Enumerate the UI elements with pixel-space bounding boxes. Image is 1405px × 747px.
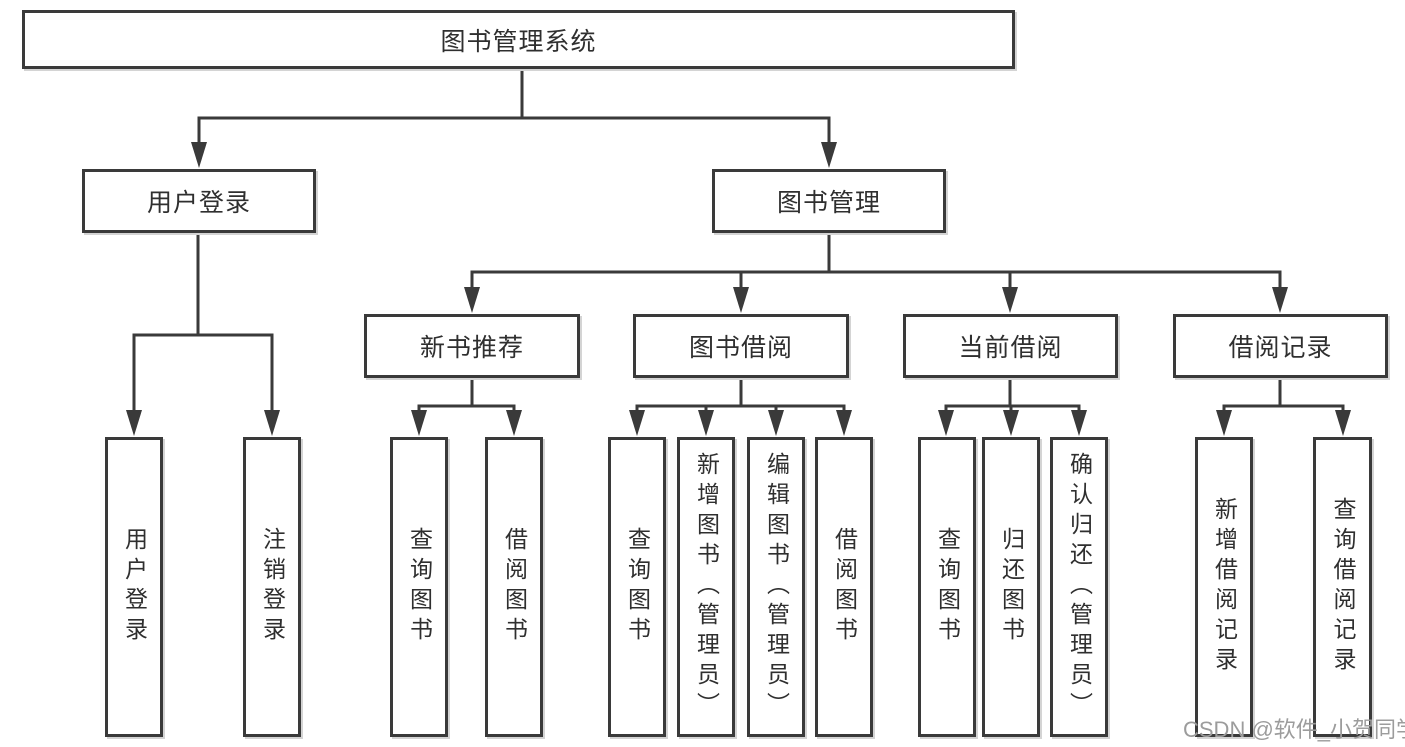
- arrowhead: [698, 410, 714, 436]
- leaf-confirm-return-admin: 确认归还（管理员）: [1050, 437, 1108, 737]
- arrowhead: [126, 410, 142, 436]
- arrowhead: [938, 410, 954, 436]
- arrowhead: [1002, 287, 1018, 313]
- leaf-query-borrow-record: 查询借阅记录: [1313, 437, 1372, 737]
- leaf-label: 查询图书: [934, 527, 961, 647]
- node-label: 用户登录: [146, 189, 251, 217]
- node-new-book-recommend: 新书推荐: [364, 314, 580, 378]
- connector-current-to-leaves: [938, 377, 1087, 436]
- leaf-user-login: 用户登录: [105, 437, 163, 737]
- leaf-add-books-admin: 新增图书（管理员）: [677, 437, 735, 737]
- leaf-label: 注销登录: [259, 527, 286, 647]
- connector-bookmgmt-to-level3: [464, 232, 1288, 313]
- leaf-add-borrow-record: 新增借阅记录: [1195, 437, 1253, 737]
- leaf-return-books: 归还图书: [982, 437, 1040, 737]
- arrowhead: [506, 410, 522, 436]
- leaf-label: 查询图书: [624, 527, 651, 647]
- node-book-borrowing: 图书借阅: [633, 314, 849, 378]
- arrowhead: [836, 410, 852, 436]
- leaf-label: 查询图书: [406, 527, 433, 647]
- node-label: 借阅记录: [1228, 334, 1333, 362]
- watermark: CSDN @软件_小贺同学: [1183, 717, 1405, 742]
- arrowhead: [768, 410, 784, 436]
- arrowhead: [1272, 287, 1288, 313]
- node-borrowing-records: 借阅记录: [1173, 314, 1388, 378]
- leaf-borrow-books-recommend: 借阅图书: [485, 437, 543, 737]
- node-book-management: 图书管理: [712, 169, 946, 233]
- connector-newbook-to-leaves: [411, 377, 522, 436]
- arrowhead: [1071, 410, 1087, 436]
- arrowhead: [1335, 410, 1351, 436]
- node-label: 图书管理系统: [440, 27, 597, 56]
- leaf-query-books-borrow: 查询图书: [608, 437, 666, 737]
- leaf-label: 编辑图书（管理员）: [763, 452, 790, 722]
- node-user-login: 用户登录: [82, 169, 316, 233]
- arrowhead: [821, 142, 837, 168]
- node-current-borrowing: 当前借阅: [903, 314, 1118, 378]
- node-root-system: 图书管理系统: [22, 10, 1015, 69]
- leaf-label: 新增图书（管理员）: [693, 452, 720, 722]
- leaf-borrow-books: 借阅图书: [815, 437, 873, 737]
- arrowhead: [1003, 410, 1019, 436]
- arrowhead: [464, 287, 480, 313]
- leaf-query-books-recommend: 查询图书: [390, 437, 448, 737]
- arrowhead: [1216, 410, 1232, 436]
- node-label: 当前借阅: [958, 334, 1063, 362]
- arrowhead: [733, 287, 749, 313]
- leaf-edit-books-admin: 编辑图书（管理员）: [747, 437, 805, 737]
- leaf-label: 查询借阅记录: [1330, 497, 1356, 677]
- node-label: 图书管理: [776, 189, 881, 217]
- node-label: 图书借阅: [688, 334, 793, 362]
- leaf-label: 确认归还（管理员）: [1066, 452, 1093, 722]
- arrowhead: [191, 142, 207, 168]
- node-label: 新书推荐: [419, 334, 524, 362]
- leaf-label: 用户登录: [121, 527, 148, 647]
- connector-records-to-leaves: [1216, 377, 1351, 436]
- connector-root-to-level2: [191, 68, 837, 168]
- connector-borrow-to-leaves: [629, 377, 852, 436]
- leaf-query-books-current: 查询图书: [918, 437, 976, 737]
- arrowhead: [264, 410, 280, 436]
- arrowhead: [411, 410, 427, 436]
- leaf-label: 新增借阅记录: [1211, 497, 1238, 677]
- arrowhead: [629, 410, 645, 436]
- leaf-label: 借阅图书: [831, 527, 858, 647]
- leaf-label: 借阅图书: [501, 527, 528, 647]
- leaf-logout: 注销登录: [243, 437, 301, 737]
- leaf-label: 归还图书: [998, 527, 1025, 647]
- connector-userlogin-to-leaves: [126, 232, 280, 436]
